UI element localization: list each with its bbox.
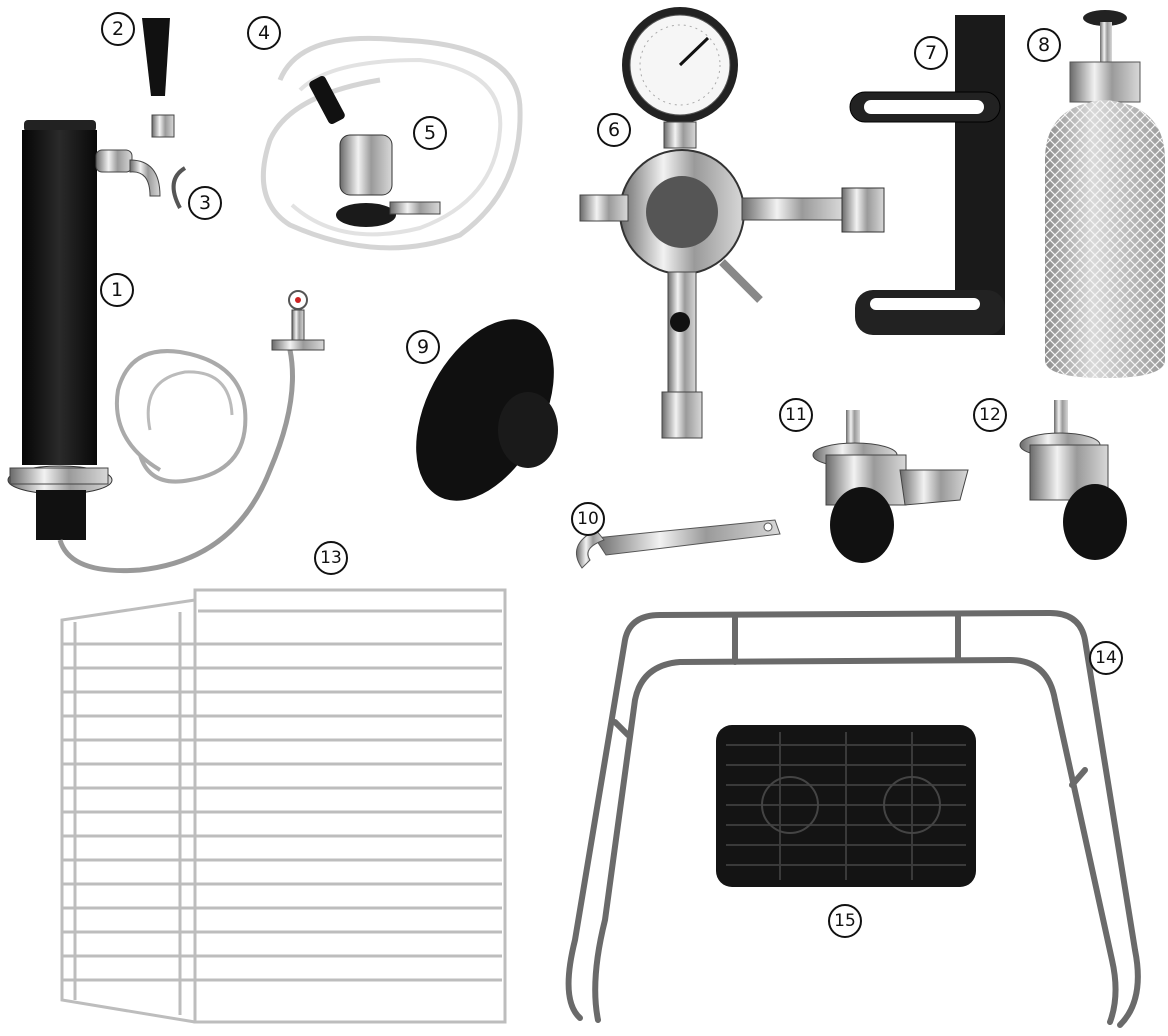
- callout-6: 6: [597, 113, 631, 147]
- tap-tower: [7, 120, 325, 574]
- cylinder-bracket: [849, 15, 1005, 335]
- callout-5: 5: [413, 116, 447, 150]
- callout-4: 4: [247, 16, 281, 50]
- callout-1: 1: [100, 273, 134, 307]
- callout-8: 8: [1027, 28, 1061, 62]
- callout-15: 15: [828, 904, 862, 938]
- faucet-spring: [151, 114, 187, 209]
- keg-coupler: [309, 75, 441, 227]
- caster-locking: [812, 410, 969, 563]
- callout-12: 12: [973, 398, 1007, 432]
- callout-10: 10: [571, 502, 605, 536]
- callout-14: 14: [1089, 641, 1123, 675]
- callout-11: 11: [779, 398, 813, 432]
- tower-plug: [416, 319, 558, 501]
- tap-handle: [142, 18, 170, 96]
- callout-13: 13: [314, 541, 348, 575]
- caster: [1019, 400, 1127, 560]
- callout-7: 7: [914, 36, 948, 70]
- callout-2: 2: [101, 12, 135, 46]
- wire-shelf: [60, 588, 507, 1024]
- beer-line: [260, 35, 523, 251]
- callout-3: 3: [188, 186, 222, 220]
- guard-rail: [565, 609, 1141, 1028]
- drip-tray: [716, 725, 976, 887]
- callout-9: 9: [406, 330, 440, 364]
- co2-cylinder: [1045, 10, 1165, 378]
- spanner-wrench: [575, 519, 781, 569]
- co2-regulator: [579, 7, 885, 439]
